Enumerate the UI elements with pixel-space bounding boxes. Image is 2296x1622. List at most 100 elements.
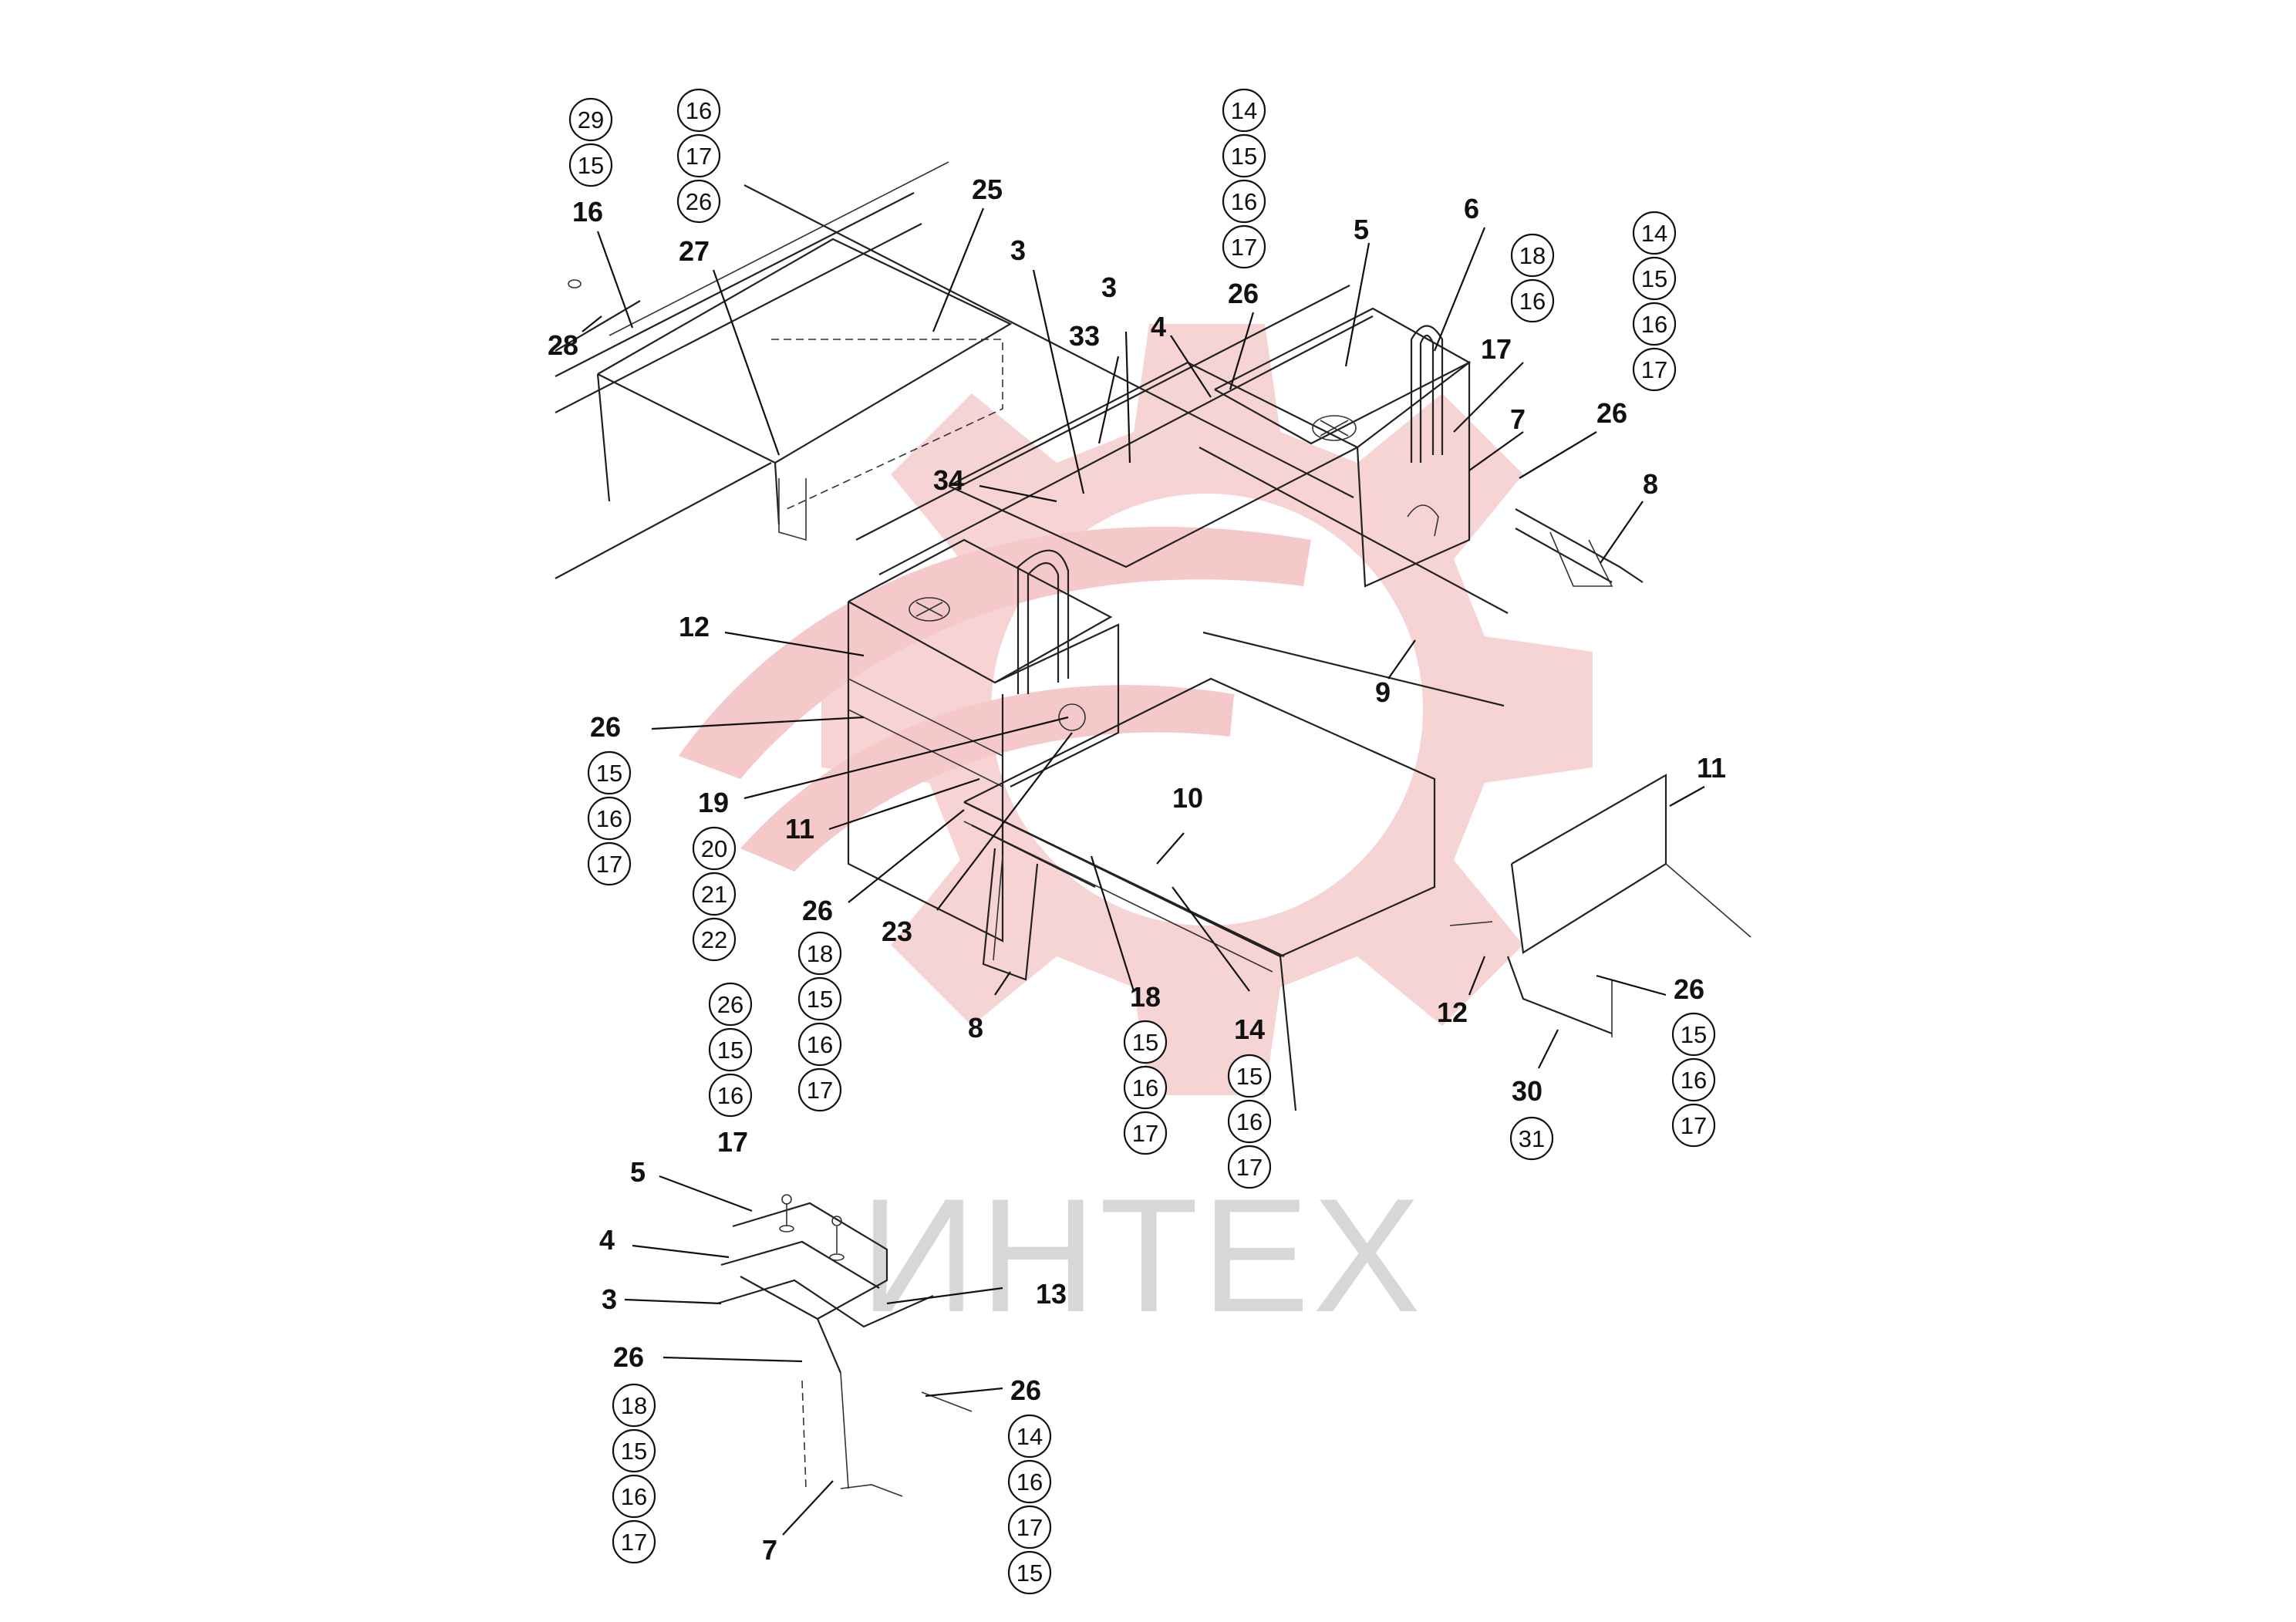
ref-circle	[797, 1022, 842, 1067]
callout-4-top: 4	[1151, 311, 1166, 342]
callout-28: 28	[548, 329, 578, 361]
ref-circle	[568, 143, 613, 187]
circled-ref-20: 20	[692, 826, 737, 871]
callout-17-inset: 17	[717, 1126, 748, 1158]
callout-26-mid: 26	[802, 895, 833, 926]
circled-ref-17: 17	[1007, 1505, 1052, 1549]
ref-number: 15	[807, 986, 833, 1013]
callout-5-inset: 5	[630, 1156, 646, 1188]
callout-26-top: 26	[1228, 278, 1259, 309]
ref-number: 15	[621, 1438, 647, 1465]
ref-number: 15	[717, 1037, 743, 1064]
ref-number: 17	[621, 1529, 647, 1556]
circled-ref-18: 18	[797, 931, 842, 976]
callout-13-inset: 13	[1036, 1278, 1067, 1310]
circled-ref-15: 15	[568, 143, 613, 187]
circled-ref-16: 16	[1510, 278, 1555, 323]
circled-ref-17: 17	[1227, 1145, 1272, 1189]
circled-ref-17: 17	[612, 1519, 656, 1564]
circled-ref-15: 15	[797, 976, 842, 1021]
circled-ref-21: 21	[692, 872, 737, 916]
ref-number: 17	[1681, 1112, 1707, 1139]
ref-number: 18	[621, 1392, 647, 1419]
callout-25: 25	[972, 174, 1003, 205]
circled-ref-15: 15	[1123, 1020, 1168, 1064]
ref-circle	[1671, 1012, 1716, 1057]
callout-14-bottom: 14	[1234, 1013, 1265, 1045]
ref-circle	[612, 1474, 656, 1519]
callout-7-inset: 7	[762, 1534, 777, 1566]
ref-circle	[612, 1519, 656, 1564]
circled-ref-15: 15	[1671, 1012, 1716, 1057]
callout-labels: 16 28 27 25 3 3 33 4 26 5 6 17 7 26 8 34…	[548, 174, 1726, 1566]
callout-11-left: 11	[785, 813, 814, 845]
circled-ref-15: 15	[1632, 256, 1677, 301]
ref-circle	[1222, 133, 1266, 178]
ref-number: 21	[701, 881, 727, 908]
ref-circle	[612, 1428, 656, 1473]
ref-circle	[1671, 1057, 1716, 1102]
circled-ref-16: 16	[797, 1022, 842, 1067]
ref-number: 15	[1681, 1021, 1707, 1048]
ref-circle	[1123, 1020, 1168, 1064]
ref-circle	[708, 1073, 753, 1118]
callout-30: 30	[1512, 1075, 1542, 1107]
circled-ref-15: 15	[587, 750, 632, 795]
ref-circle	[692, 872, 737, 916]
ref-number: 14	[1017, 1423, 1043, 1450]
ref-number: 16	[1132, 1074, 1158, 1101]
callout-8-right: 8	[1643, 468, 1658, 500]
ref-number: 16	[596, 805, 622, 832]
ref-circle	[797, 1067, 842, 1112]
ref-circle	[587, 796, 632, 841]
callout-4-inset: 4	[599, 1224, 615, 1256]
circled-ref-17: 17	[676, 133, 721, 178]
ref-number: 17	[686, 143, 712, 170]
ref-number: 17	[1017, 1514, 1043, 1541]
callout-16-top: 16	[572, 196, 603, 228]
circled-ref-15: 15	[1222, 133, 1266, 178]
ref-circle	[1510, 233, 1555, 278]
callout-33: 33	[1069, 320, 1100, 352]
callout-8-bottom: 8	[968, 1012, 983, 1044]
ref-number: 16	[621, 1483, 647, 1510]
ref-number: 15	[1231, 143, 1257, 170]
ref-number: 15	[1641, 265, 1667, 292]
circled-ref-15: 15	[1007, 1550, 1052, 1595]
circled-ref-16: 16	[1227, 1099, 1272, 1144]
callout-27: 27	[679, 235, 710, 267]
ref-circle	[1123, 1111, 1168, 1155]
ref-number: 16	[1231, 188, 1257, 215]
ref-number: 18	[1519, 242, 1546, 269]
watermark-text: ИНТЕХ	[860, 1165, 1424, 1346]
circled-ref-15: 15	[708, 1027, 753, 1072]
callout-7-top: 7	[1510, 403, 1526, 435]
ref-circle	[1227, 1099, 1272, 1144]
ref-circle	[797, 931, 842, 976]
inset-drawing	[716, 1194, 973, 1497]
circled-ref-17: 17	[1632, 347, 1677, 392]
circled-ref-16: 16	[1222, 179, 1266, 224]
ref-number: 15	[596, 760, 622, 787]
ref-number: 16	[717, 1082, 743, 1109]
ref-circle	[1632, 347, 1677, 392]
circled-ref-14: 14	[1007, 1414, 1052, 1458]
ref-number: 29	[578, 106, 604, 133]
circled-ref-16: 16	[1632, 302, 1677, 346]
callout-12-left: 12	[679, 611, 710, 642]
callout-26-inset-right: 26	[1010, 1374, 1041, 1406]
ref-circle	[676, 133, 721, 178]
ref-number: 26	[717, 991, 743, 1018]
callout-26-farright: 26	[1674, 973, 1704, 1005]
ref-circle	[1510, 278, 1555, 323]
callout-3b: 3	[1101, 271, 1117, 303]
ref-number: 16	[1641, 311, 1667, 338]
callout-11-right: 11	[1697, 752, 1726, 784]
circled-ref-22: 22	[692, 917, 737, 962]
ref-number: 16	[686, 97, 712, 124]
callout-3a: 3	[1010, 234, 1026, 266]
watermark-swoosh-2	[740, 685, 1234, 872]
ref-circle	[1222, 224, 1266, 269]
